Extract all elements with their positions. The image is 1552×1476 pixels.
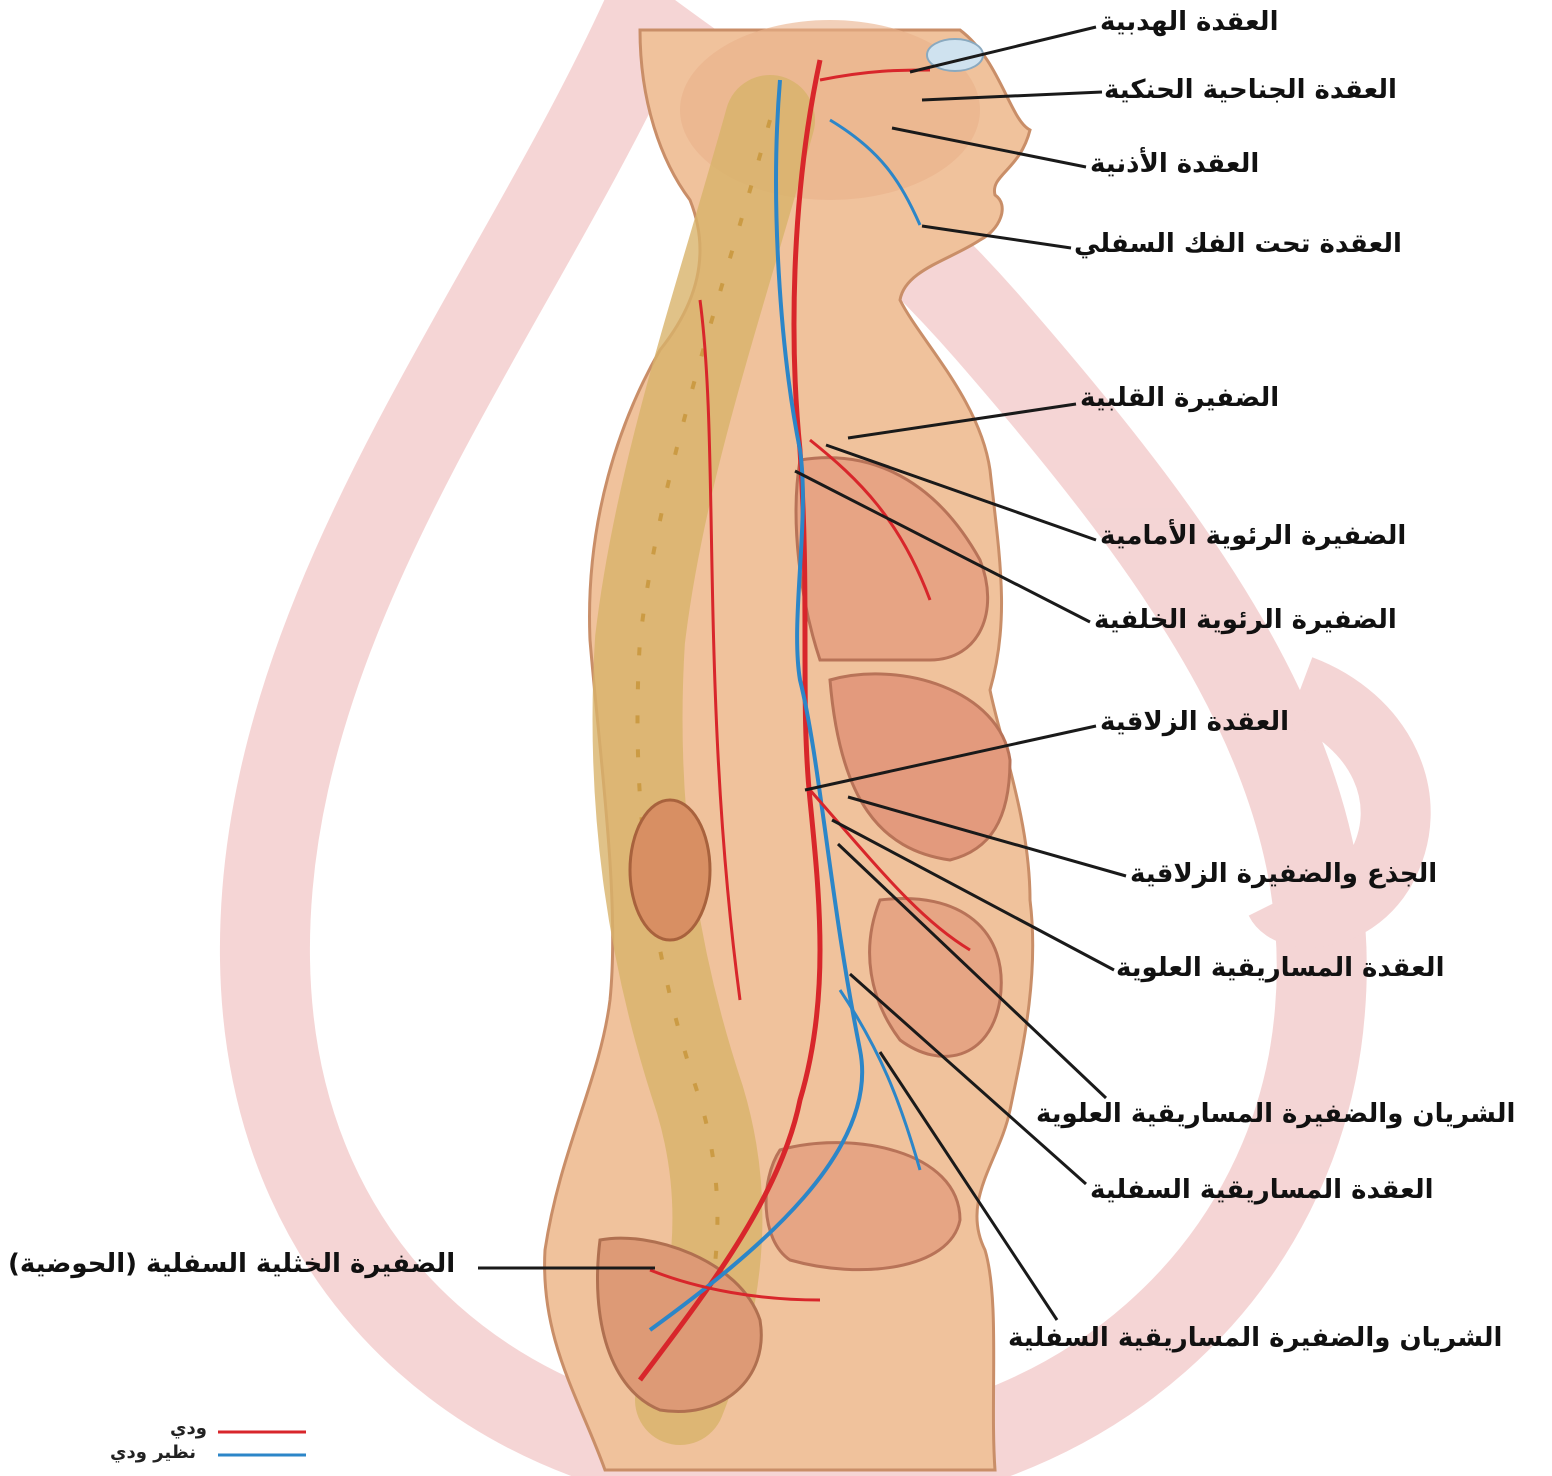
label-inferior-mesenteric-plexus: الشريان والضفيرة المساريقية السفلية bbox=[1008, 1322, 1502, 1354]
label-anterior-pulmonary-plexus: الضفيرة الرئوية الأمامية bbox=[1100, 520, 1406, 552]
legend-parasympathetic-label: نظير ودي bbox=[110, 1442, 196, 1464]
label-pelvic-plexus: الضفيرة الخثلية السفلية (الحوضية) bbox=[8, 1248, 455, 1280]
label-celiac-trunk-plexus: الجذع والضفيرة الزلاقية bbox=[1130, 858, 1437, 890]
label-otic-ganglion: العقدة الأذنية bbox=[1090, 148, 1259, 180]
label-celiac-ganglion: العقدة الزلاقية bbox=[1100, 706, 1289, 738]
label-superior-mesenteric-plexus: الشريان والضفيرة المساريقية العلوية bbox=[1036, 1098, 1515, 1130]
body-figure bbox=[545, 20, 1033, 1470]
legend-sympathetic-label: ودي bbox=[170, 1418, 207, 1440]
label-posterior-pulmonary-plexus: الضفيرة الرئوية الخلفية bbox=[1094, 604, 1397, 636]
label-superior-mesenteric-ganglion: العقدة المساريقية العلوية bbox=[1116, 952, 1444, 984]
label-submandibular-ganglion: العقدة تحت الفك السفلي bbox=[1074, 228, 1402, 260]
label-pterygopalatine-ganglion: العقدة الجناحية الحنكية bbox=[1104, 74, 1397, 106]
label-ciliary-ganglion: العقدة الهدبية bbox=[1100, 6, 1278, 38]
label-inferior-mesenteric-ganglion: العقدة المساريقية السفلية bbox=[1090, 1174, 1434, 1206]
label-cardiac-plexus: الضفيرة القلبية bbox=[1080, 382, 1279, 414]
